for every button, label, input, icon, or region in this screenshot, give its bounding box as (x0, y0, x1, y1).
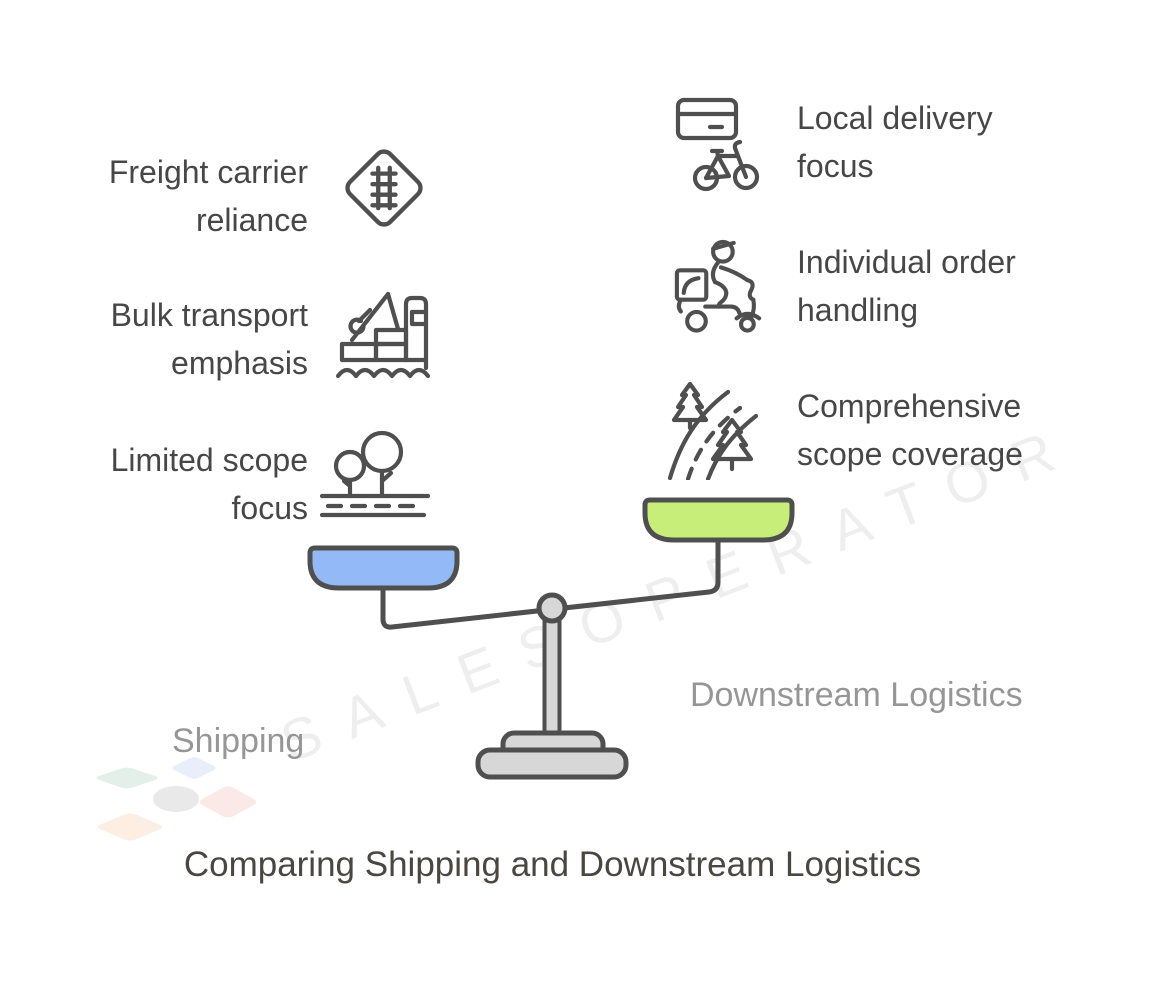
balance-scale (280, 480, 830, 790)
right-pan (642, 497, 795, 543)
card-and-bicycle-icon (672, 96, 762, 193)
left-item-2-label: Bulk transport emphasis (110, 297, 308, 381)
road-with-pines-icon (668, 382, 770, 480)
scale-pole (542, 604, 562, 742)
right-item-3-label: Comprehensive scope coverage (797, 388, 1023, 472)
cargo-ship-icon (334, 282, 434, 382)
scale-base-lower (475, 747, 629, 780)
right-pan-label: Downstream Logistics (690, 676, 1023, 714)
left-item-1-label: Freight carrier reliance (108, 154, 308, 238)
left-pan-label: Shipping (172, 722, 305, 760)
logo-blue-diamond (172, 757, 216, 779)
logo-pink-diamond (199, 786, 257, 818)
logo-ellipse (153, 786, 199, 812)
page-title: Comparing Shipping and Downstream Logist… (183, 845, 922, 884)
railroad-crossing-icon (336, 140, 432, 236)
logo-peach-diamond (97, 813, 163, 841)
delivery-scooter-icon (672, 236, 766, 337)
left-item-3-label: Limited scope focus (110, 442, 308, 526)
right-item-2-label: Individual order handling (797, 244, 1016, 328)
right-item-1-label: Local delivery focus (797, 100, 993, 184)
brand-logo (85, 740, 285, 845)
logo-mint-diamond (96, 767, 158, 789)
trees-icon (318, 424, 432, 524)
scale-pivot (536, 592, 568, 624)
left-pan (307, 545, 460, 591)
